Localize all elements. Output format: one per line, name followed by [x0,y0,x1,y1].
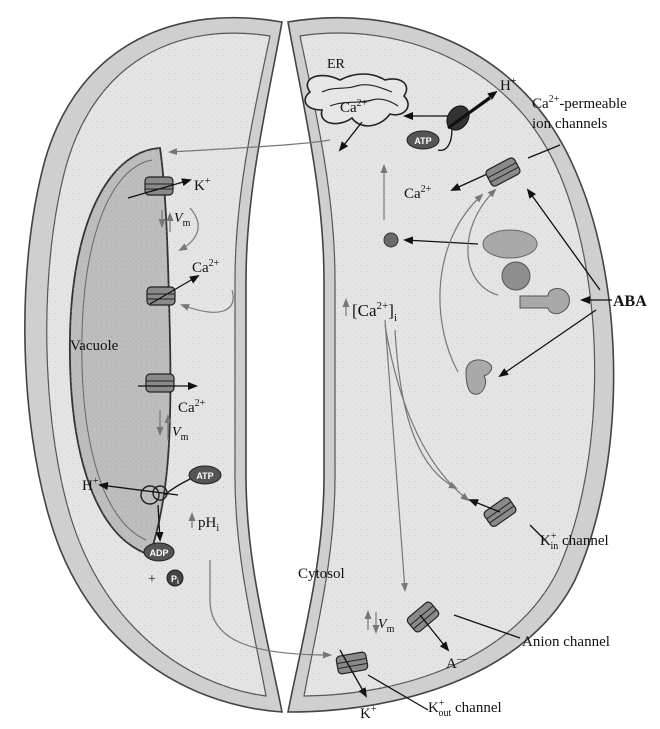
label-er: ER [327,57,346,72]
label-adp: ADP [149,548,168,558]
label-cytosol: Cytosol [298,566,345,582]
label-k-bottom: K+ [360,704,377,722]
label-ca-channels-line2: ion channels [532,116,608,132]
vacuole-ca-channel-2 [146,374,174,392]
vacuole-ca-channel-1 [147,287,175,305]
label-atp-top: ATP [414,136,431,146]
label-ca-channels-line1: Ca2+-permeable [532,94,627,112]
label-aba: ABA [613,293,647,310]
label-kout-channel: K+out channel [428,698,502,719]
signal-dot [384,233,398,247]
label-atp-vac: ATP [196,471,213,481]
label-vacuole: Vacuole [70,338,119,354]
label-kin-channel: K+in channel [540,531,609,552]
label-anion-channel: Anion channel [522,634,610,650]
label-pi-plus: + [148,572,156,587]
